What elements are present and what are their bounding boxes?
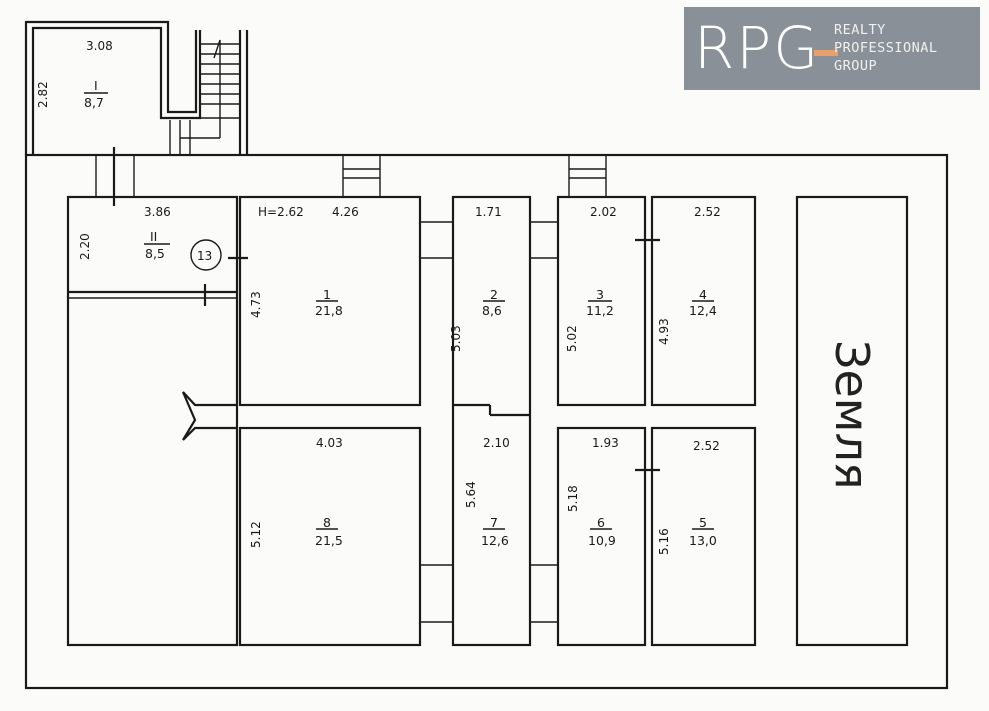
room-5-height: 5.16: [657, 528, 671, 555]
room-5: [650, 426, 757, 647]
room-6-area: 10,9: [588, 533, 616, 548]
room-5-width: 2.52: [693, 439, 720, 453]
annex-height: 2.82: [36, 81, 50, 108]
room-8-number: 8: [323, 515, 331, 530]
room-3: [556, 195, 647, 407]
logo-text: REALTY PROFESSIONAL GROUP: [834, 21, 938, 75]
room-3-height: 5.02: [565, 325, 579, 352]
room-1: [238, 195, 422, 407]
rooms-2-7: [451, 195, 532, 647]
room-2-area: 8,6: [482, 303, 502, 318]
room-5-number: 5: [699, 515, 707, 530]
room-2-number: 2: [490, 287, 498, 302]
room-3-number: 3: [596, 287, 604, 302]
corridor: [181, 391, 618, 441]
room-1-height: 4.73: [249, 291, 263, 318]
logo-accent-bar: [814, 50, 838, 56]
annex-number: I: [94, 78, 98, 93]
room-2-width: 1.71: [475, 205, 502, 219]
annex-width: 3.08: [86, 39, 113, 53]
room-8-width: 4.03: [316, 436, 343, 450]
logo-mark: RPG: [694, 14, 821, 82]
room-7-height: 5.64: [464, 481, 478, 508]
room-6-height: 5.18: [566, 485, 580, 512]
room-8-area: 21,5: [315, 533, 343, 548]
ceiling-height: H=2.62: [258, 205, 304, 219]
room-6-width: 1.93: [592, 436, 619, 450]
room-8: [238, 426, 422, 647]
room-3-width: 2.02: [590, 205, 617, 219]
room-1-number: 1: [323, 287, 331, 302]
room-11-area: 8,5: [145, 246, 165, 261]
ground-label: Земля: [825, 340, 879, 490]
room-7-number: 7: [490, 515, 498, 530]
room-marker: 13: [197, 249, 212, 263]
vent-steps: [342, 154, 607, 198]
room-6-number: 6: [597, 515, 605, 530]
room-8-height: 5.12: [249, 521, 263, 548]
room-1-area: 21,8: [315, 303, 343, 318]
room-1-width: 4.26: [332, 205, 359, 219]
room-11-height: 2.20: [78, 233, 92, 260]
room-6: [556, 426, 647, 647]
room-5-area: 13,0: [689, 533, 717, 548]
room-4-number: 4: [699, 287, 707, 302]
logo-line-1: REALTY: [834, 22, 886, 38]
room-7-width: 2.10: [483, 436, 510, 450]
room-2-height: 5.03: [449, 325, 463, 352]
room-11-number: II: [150, 229, 157, 244]
rpg-logo: RPG REALTY PROFESSIONAL GROUP: [684, 7, 980, 90]
room-3-area: 11,2: [586, 303, 614, 318]
room-4-height: 4.93: [657, 318, 671, 345]
annex-area: 8,7: [84, 95, 104, 110]
outer-wall: [24, 153, 949, 690]
room-4-area: 12,4: [689, 303, 717, 318]
left-block: [66, 195, 239, 647]
room-4-width: 2.52: [694, 205, 721, 219]
room-11-width: 3.86: [144, 205, 171, 219]
logo-line-3: GROUP: [834, 58, 878, 74]
logo-line-2: PROFESSIONAL: [834, 40, 938, 56]
annex: [24, 20, 249, 155]
ground-area: [795, 195, 909, 647]
room-7-area: 12,6: [481, 533, 509, 548]
staircase: [169, 39, 240, 155]
room-4: [650, 195, 757, 407]
